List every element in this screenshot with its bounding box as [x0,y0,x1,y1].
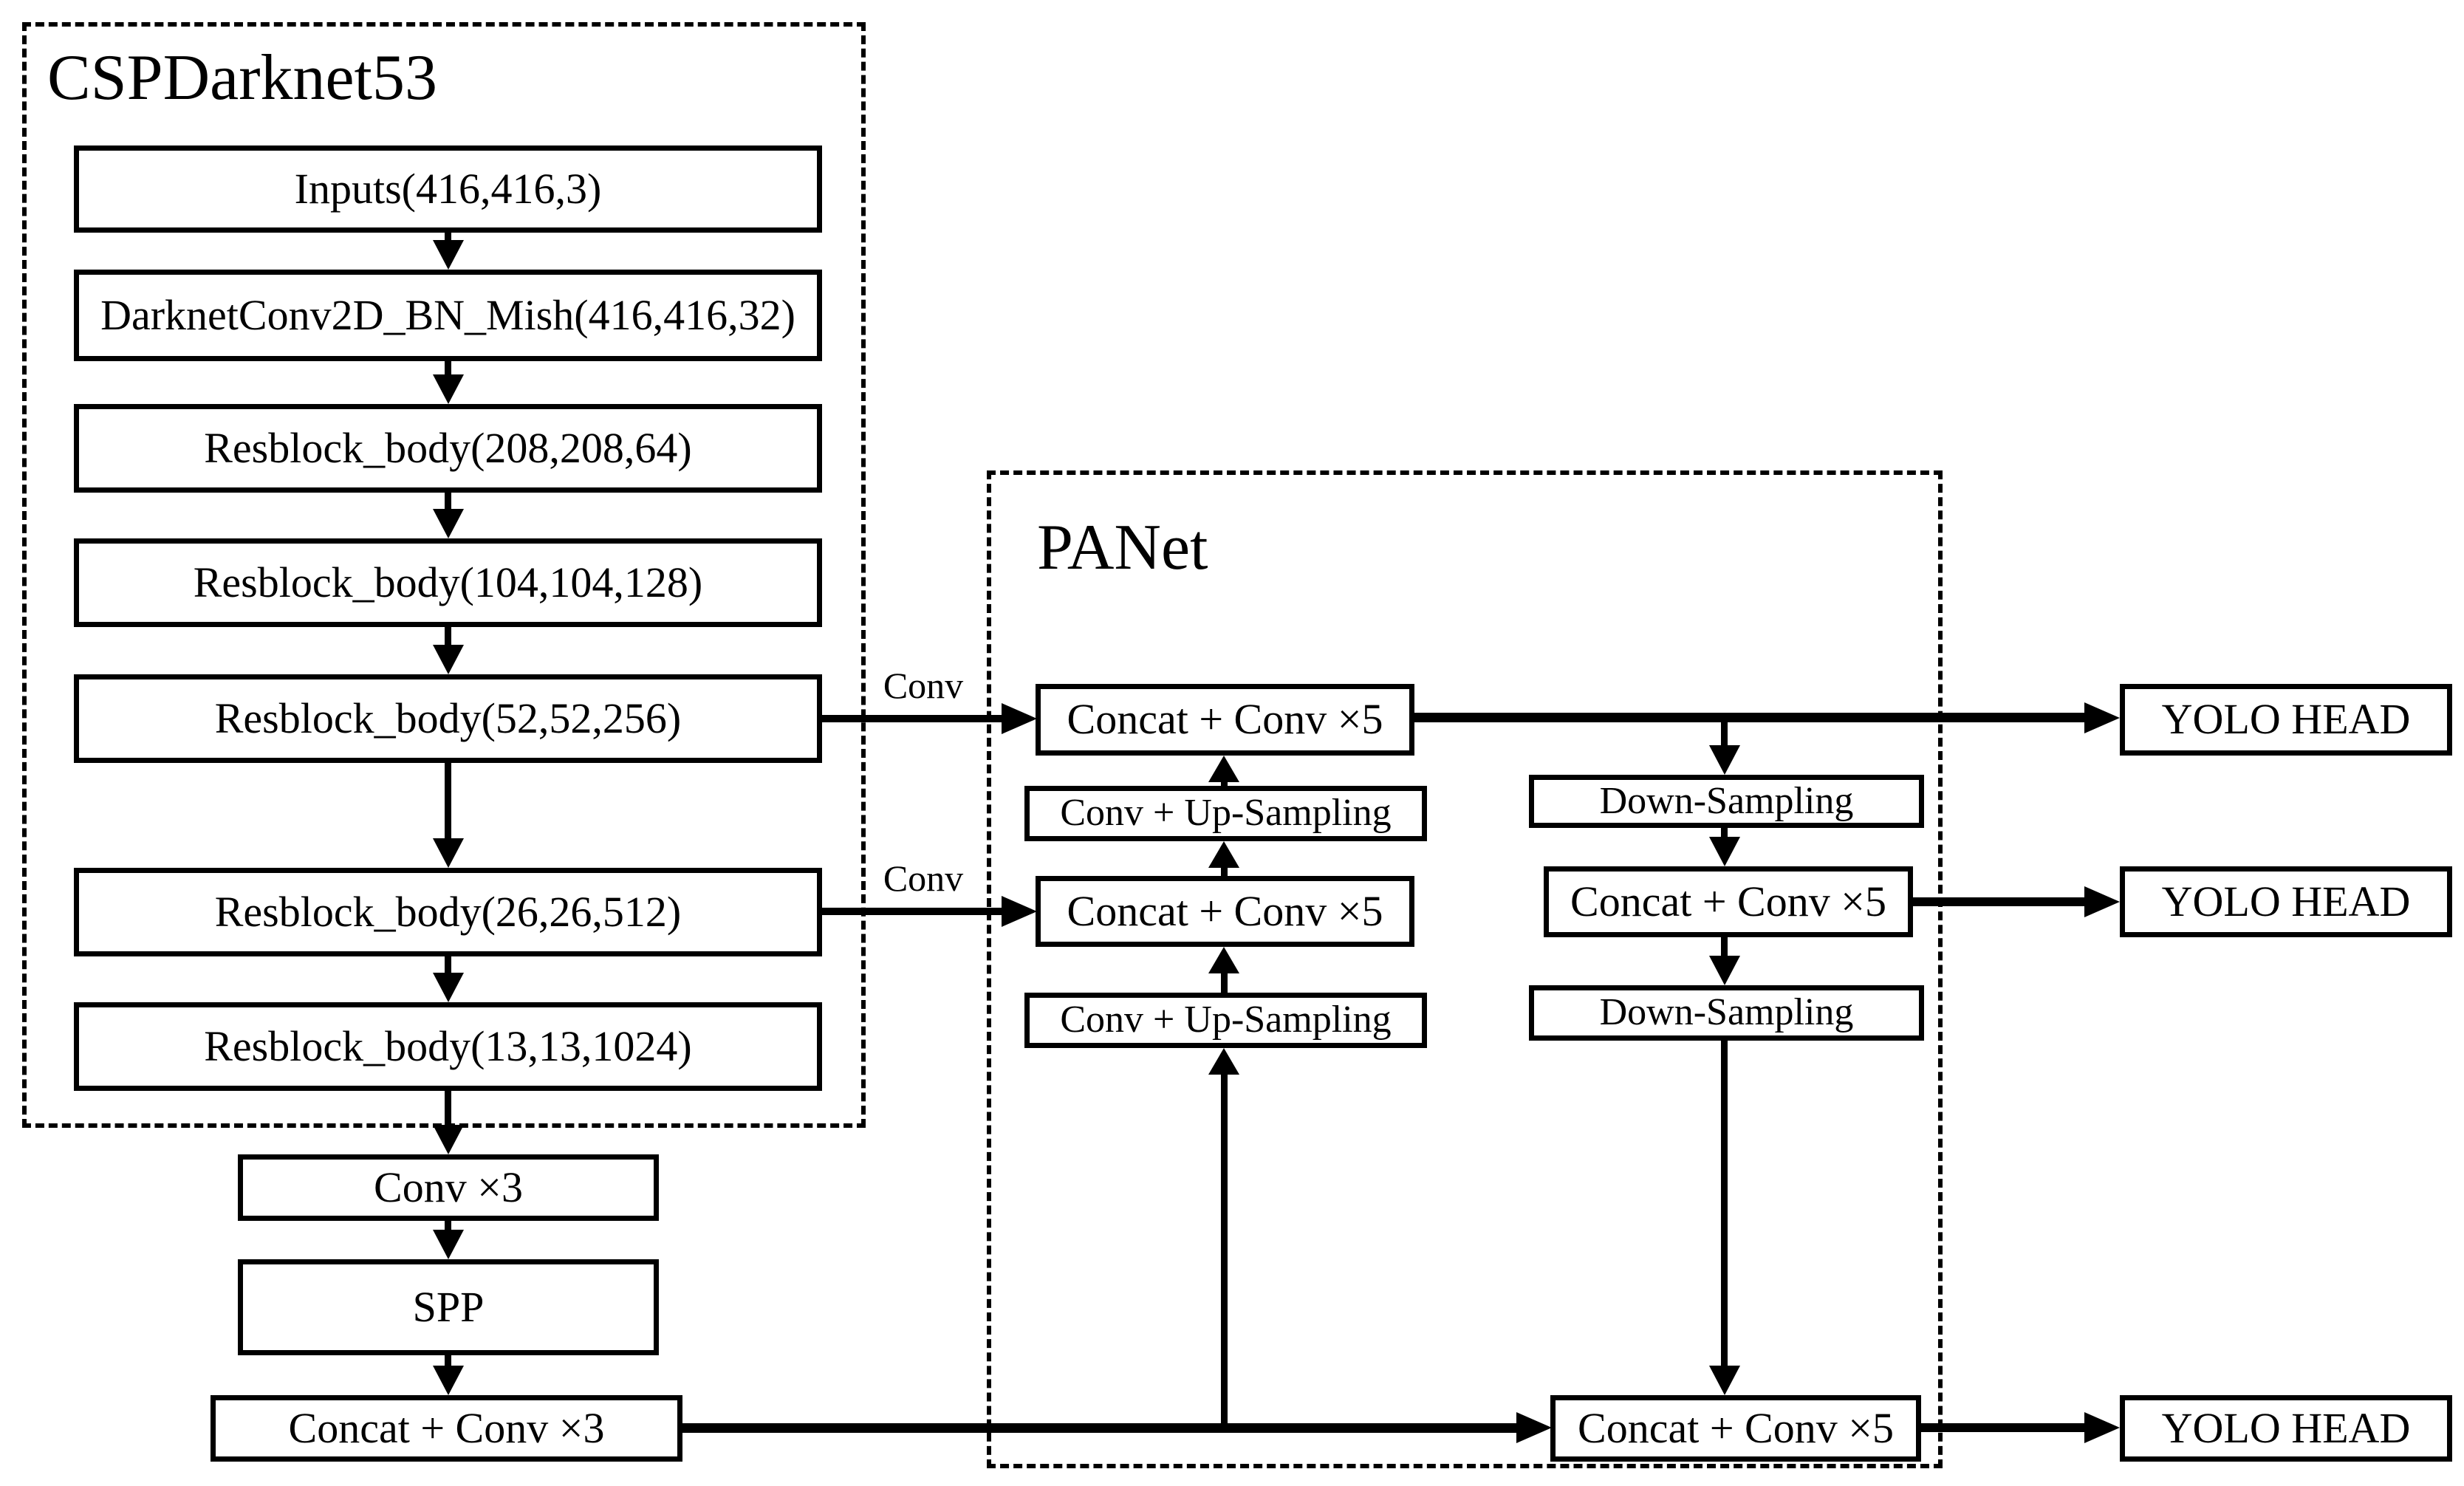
arrow-resblock104-to-resblock52 [445,627,451,646]
arrow-darknetconv-to-resblock208 [445,361,451,376]
panet-title: PANet [1037,512,1208,583]
concat-conv-x5-top-box: Concat + Conv ×5 [1036,684,1414,756]
arrowhead-resblock13-to-conv3 [433,1125,464,1154]
arrow-resblock208-to-resblock104 [445,493,451,510]
arrowhead-resblock52-to-resblock26 [433,838,464,868]
arrow-spp-to-concatconv3 [445,1355,451,1367]
line-concat-right-to-yolohead2 [1913,897,2087,906]
spp-box: SPP [238,1259,659,1355]
arrowhead-resblock26-to-resblock13 [433,973,464,1002]
resblock-208-box: Resblock_body(208,208,64) [74,404,822,493]
concat-conv-x5-mid-box: Concat + Conv ×5 [1036,876,1414,947]
arrow-upsampling1-to-concat-top [1221,779,1228,786]
arrowhead-concat-mid-to-upsampling1 [1208,841,1239,868]
line-concat-top-to-yolohead1 [1414,713,2087,722]
arrow-resblock52-to-resblock26 [445,763,451,840]
arrow-branch-to-downsampling1 [1721,718,1728,747]
yolo-head-3-box: YOLO HEAD [2120,1395,2452,1462]
arrowhead-to-yolohead1 [2084,702,2120,733]
arrowhead-conv3-to-spp [433,1230,464,1259]
arrow-concat-mid-to-upsampling1 [1221,865,1228,876]
arrowhead-resblock104-to-resblock52 [433,645,464,674]
arrow-resblock26-to-panet [822,908,1005,915]
arrow-resblock13-to-conv3 [445,1091,451,1126]
concat-conv-x5-bottom-box: Concat + Conv ×5 [1550,1395,1921,1462]
arrowhead-darknetconv-to-resblock208 [433,374,464,404]
down-sampling-1-box: Down-Sampling [1529,775,1924,828]
arrowhead-resblock26-to-panet [1002,896,1037,927]
resblock-104-box: Resblock_body(104,104,128) [74,538,822,627]
arrowhead-spp-to-concatconv3 [433,1366,464,1395]
line-concat-bottom-to-yolohead3 [1921,1423,2087,1432]
arrow-bottomline-to-upsampling2 [1221,1073,1228,1433]
arrowhead-to-concat-bottom [1516,1412,1552,1443]
resblock-26-box: Resblock_body(26,26,512) [74,868,822,956]
arrowhead-branch-to-downsampling1 [1709,745,1740,775]
arrowhead-upsampling2-to-concat-mid [1208,947,1239,973]
conv-up-sampling-2-box: Conv + Up-Sampling [1024,993,1427,1048]
conv-x3-box: Conv ×3 [238,1154,659,1221]
yolo-head-2-box: YOLO HEAD [2120,866,2452,937]
arrowhead-bottomline-to-upsampling2 [1208,1048,1239,1075]
arrow-downsampling2-to-concat-bottom [1721,1041,1728,1367]
inputs-box: Inputs(416,416,3) [74,145,822,233]
arrow-conv3-to-spp [445,1221,451,1231]
arrowhead-upsampling1-to-concat-top [1208,756,1239,782]
arrowhead-inputs-to-darknetconv [433,240,464,270]
down-sampling-2-box: Down-Sampling [1529,985,1924,1041]
concat-conv-x5-right-box: Concat + Conv ×5 [1544,866,1913,937]
arrow-resblock26-to-resblock13 [445,956,451,974]
arrow-upsampling2-to-concat-mid [1221,970,1228,993]
arrowhead-downsampling1-to-concat-right [1709,837,1740,866]
resblock-52-box: Resblock_body(52,52,256) [74,674,822,763]
yolo-head-1-box: YOLO HEAD [2120,684,2452,756]
arrow-inputs-to-darknetconv [445,233,451,242]
concat-conv-x3-box: Concat + Conv ×3 [211,1395,682,1462]
arrowhead-downsampling2-to-concat-bottom [1709,1366,1740,1395]
conv-edge-label-2: Conv [883,857,964,899]
conv-up-sampling-1-box: Conv + Up-Sampling [1024,786,1427,841]
conv-edge-label-1: Conv [883,665,964,706]
arrow-resblock52-to-panet [822,715,1005,722]
arrow-downsampling1-to-concat-right [1721,828,1728,838]
arrowhead-to-yolohead3 [2084,1412,2120,1443]
arrowhead-resblock52-to-panet [1002,703,1037,734]
arrowhead-resblock208-to-resblock104 [433,509,464,538]
darknetconv2d-bn-mish-box: DarknetConv2D_BN_Mish(416,416,32) [74,270,822,361]
arrowhead-to-yolohead2 [2084,886,2120,917]
panet-region [987,470,1943,1468]
line-concatconv3-to-concat-bottom [682,1423,1519,1433]
cspdarknet53-title: CSPDarknet53 [47,42,437,114]
arrowhead-concat-right-to-downsampling2 [1709,956,1740,985]
resblock-13-box: Resblock_body(13,13,1024) [74,1002,822,1091]
arrow-concat-right-to-downsampling2 [1721,937,1728,957]
